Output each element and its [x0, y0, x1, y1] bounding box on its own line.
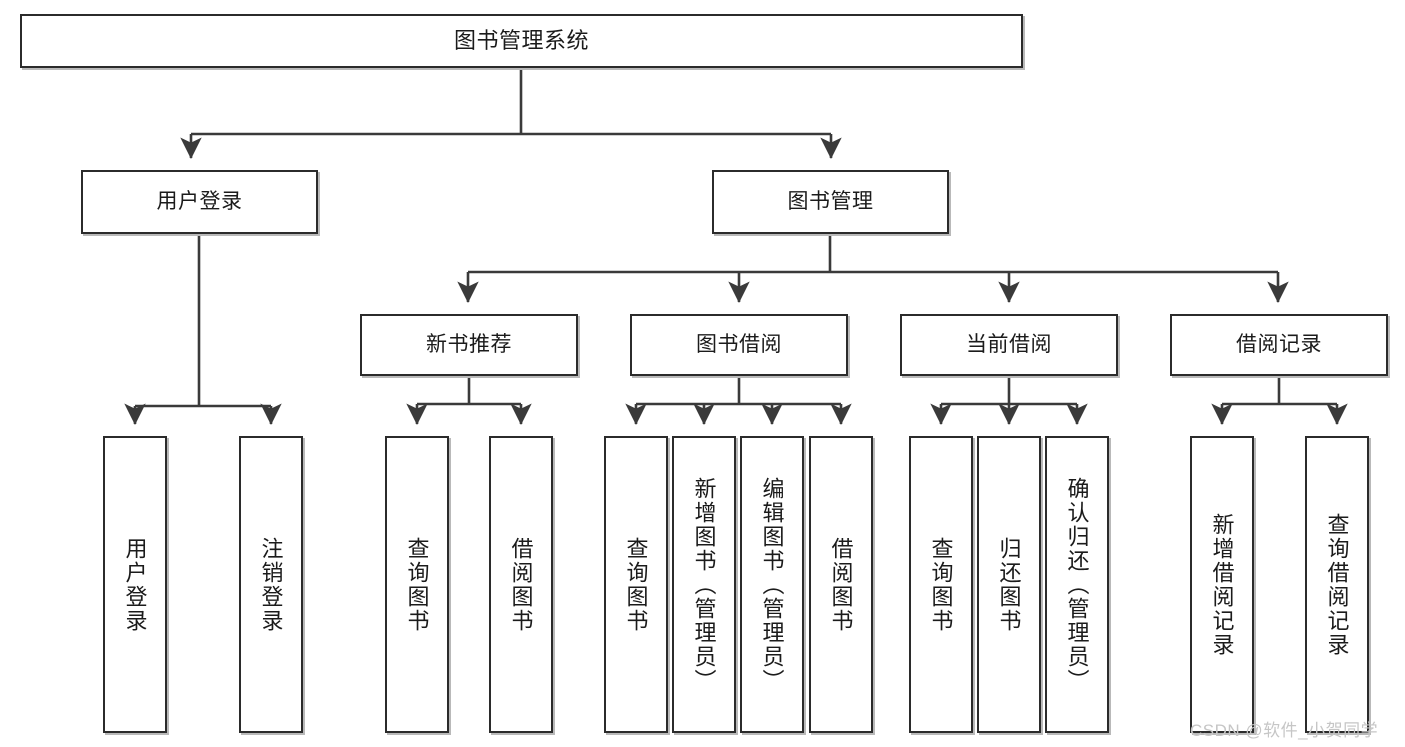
leaf-book-borrow-add-book-admin[interactable]: 新增图书（管理员） — [672, 436, 736, 733]
node-root-book-management-system[interactable]: 图书管理系统 — [20, 14, 1023, 68]
node-label: 借阅记录 — [1236, 332, 1322, 356]
node-new-book-recommend[interactable]: 新书推荐 — [360, 314, 578, 376]
node-user-login[interactable]: 用户登录 — [81, 170, 318, 234]
leaf-current-borrow-query-book[interactable]: 查询图书 — [909, 436, 973, 733]
leaf-new-book-query-book[interactable]: 查询图书 — [385, 436, 449, 733]
node-book-borrow[interactable]: 图书借阅 — [630, 314, 848, 376]
node-label: 新增图书（管理员） — [691, 476, 717, 693]
leaf-current-borrow-confirm-return-admin[interactable]: 确认归还（管理员） — [1045, 436, 1109, 733]
node-label: 新增借阅记录 — [1209, 512, 1235, 657]
node-label: 图书借阅 — [696, 332, 782, 356]
node-label: 查询借阅记录 — [1324, 512, 1350, 657]
leaf-current-borrow-return-book[interactable]: 归还图书 — [977, 436, 1041, 733]
leaf-user-login-login[interactable]: 用户登录 — [103, 436, 167, 733]
leaf-book-borrow-query-book[interactable]: 查询图书 — [604, 436, 668, 733]
node-label: 归还图书 — [996, 536, 1022, 633]
node-label: 图书管理 — [787, 189, 874, 213]
leaf-book-borrow-borrow-book[interactable]: 借阅图书 — [809, 436, 873, 733]
node-book-management[interactable]: 图书管理 — [712, 170, 949, 234]
node-current-borrow[interactable]: 当前借阅 — [900, 314, 1118, 376]
node-label: 当前借阅 — [966, 332, 1052, 356]
node-label: 用户登录 — [156, 189, 243, 213]
node-label: 借阅图书 — [508, 536, 534, 633]
node-label: 确认归还（管理员） — [1064, 476, 1090, 693]
node-label: 查询图书 — [623, 536, 649, 633]
node-label: 用户登录 — [122, 536, 148, 633]
node-borrow-record[interactable]: 借阅记录 — [1170, 314, 1388, 376]
node-label: 借阅图书 — [828, 536, 854, 633]
node-label: 新书推荐 — [426, 332, 512, 356]
leaf-user-login-logout[interactable]: 注销登录 — [239, 436, 303, 733]
node-label: 查询图书 — [404, 536, 430, 633]
node-label: 编辑图书（管理员） — [759, 476, 785, 693]
node-label: 注销登录 — [258, 536, 284, 633]
node-label: 查询图书 — [928, 536, 954, 633]
leaf-borrow-record-query-record[interactable]: 查询借阅记录 — [1305, 436, 1369, 733]
csdn-watermark: CSDN @软件_小贺同学 — [1190, 721, 1379, 740]
node-label: 图书管理系统 — [453, 28, 589, 54]
leaf-book-borrow-edit-book-admin[interactable]: 编辑图书（管理员） — [740, 436, 804, 733]
leaf-borrow-record-add-record[interactable]: 新增借阅记录 — [1190, 436, 1254, 733]
leaf-new-book-borrow-book[interactable]: 借阅图书 — [489, 436, 553, 733]
